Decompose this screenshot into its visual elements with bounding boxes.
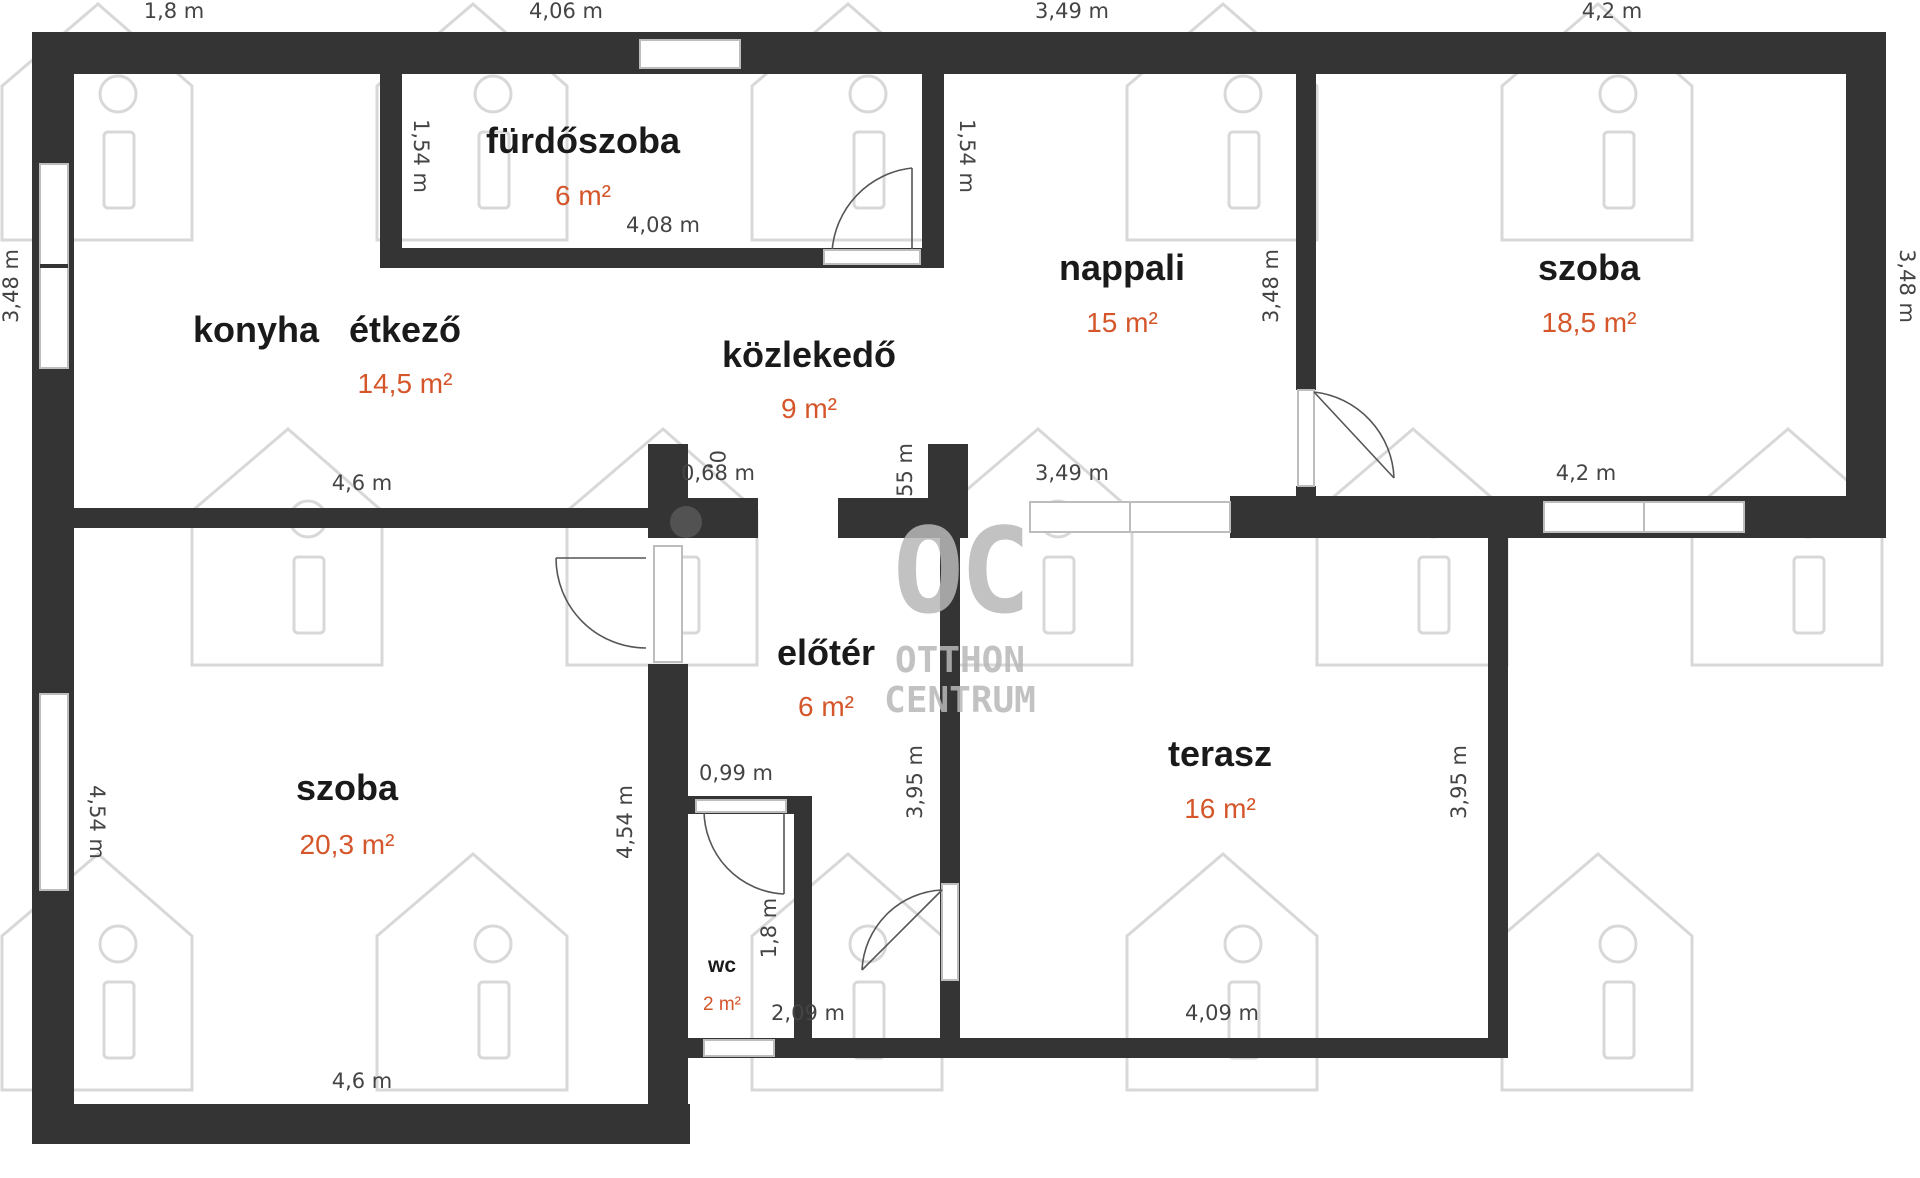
windows [39,39,1745,1057]
room-name-entry: előtér [777,632,875,673]
wall-bottom-left [32,1104,690,1144]
dim-kitchen-bottom: 4,6 m [332,471,393,495]
dim-hall-small-a: 0,68 m [681,461,755,485]
room-labels: fürdőszoba 6 m² konyha étkező 14,5 m² kö… [193,120,1641,1015]
watermark-pin [1315,427,1509,667]
dim-room-sw-right: 4,54 m [613,785,637,859]
door-frame-room [1297,389,1315,487]
dim-right-outer: 3,48 m [1895,249,1919,323]
watermark-pin [0,2,194,242]
logo-otthon: OTTHON [895,640,1025,681]
logo-oc: OC [893,502,1027,640]
dimension-labels: 1,8 m 4,06 m 3,49 m 4,2 m 3,48 m 3,48 m … [0,0,1919,1093]
room-area-entry: 6 m² [798,691,854,722]
wall-terrace-right [1488,538,1508,1058]
wall-column-right [928,444,968,538]
room-name-wc: wc [707,954,736,977]
room-area-bathroom: 6 m² [555,180,611,211]
pillar-left [670,506,702,538]
dim-terrace-right: 3,95 m [1447,745,1471,819]
wall-kitchen-bottom [74,508,684,528]
watermark-pin [1500,852,1694,1092]
wall-bath-bottom [380,248,944,268]
room-area-wc: 2 m² [703,994,741,1015]
dim-entry-small: 55 m [893,443,917,497]
wall-sw-right [648,664,688,1144]
room-name-living: nappali [1059,247,1185,288]
watermark-pin [375,2,569,242]
watermark-pin [1500,2,1694,242]
wall-living-room [1296,74,1316,390]
dim-entry-left: 3,95 m [903,745,927,819]
room-area-room-ne: 18,5 m² [1542,307,1637,338]
wall-column-left-2 [648,498,758,538]
wall-right [1846,32,1886,538]
dim-wc-top: 0,99 m [699,761,773,785]
dim-room-ne-bottom: 4,2 m [1556,461,1617,485]
dim-top-3: 3,49 m [1035,0,1109,23]
wall-bath-left [380,74,402,268]
window-entry-door [653,545,683,663]
room-area-terrace: 16 m² [1184,793,1256,824]
dim-room-sw-left: 4,54 m [85,785,109,859]
room-area-room-sw: 20,3 m² [300,829,395,860]
logo-centrum: CENTRUM [884,680,1036,721]
watermark-pattern [0,2,1884,1092]
dim-entry-bottom: 2,09 m [771,1001,845,1025]
watermark-pin [1125,2,1319,242]
room-name-hallway: közlekedő [722,334,896,375]
window-left-sw [39,693,69,891]
room-area-living: 15 m² [1086,307,1158,338]
wall-terrace-bottom [940,1038,1508,1058]
watermark-pin [190,427,384,667]
wall-living-bottom [1232,496,1312,538]
dim-bath-left: 1,54 m [409,119,433,193]
dim-hall-small-b: 0, [705,450,729,470]
room-name-room-ne: szoba [1538,247,1641,288]
dim-bath-right: 1,54 m [955,119,979,193]
room-name-terrace: terasz [1168,733,1272,774]
wall-bath-right [922,74,944,268]
window-top-bath [639,39,741,69]
room-area-hallway: 9 m² [781,393,837,424]
watermark-pin [0,852,194,1092]
dim-terrace-bottom: 4,09 m [1185,1001,1259,1025]
dim-top-1: 1,8 m [144,0,205,23]
dim-top-2: 4,06 m [529,0,603,23]
door-frame-terrace [941,883,959,981]
room-name-kitchen: konyha étkező [193,309,461,350]
room-name-bathroom: fürdőszoba [486,120,681,161]
dim-bath-bottom: 4,08 m [626,213,700,237]
watermark-pin [375,852,569,1092]
otthon-centrum-logo: OC OTTHON CENTRUM [884,502,1036,721]
dim-top-4: 4,2 m [1582,0,1643,23]
room-name-room-sw: szoba [296,767,399,808]
room-area-kitchen: 14,5 m² [358,368,453,399]
dim-living-right: 3,48 m [1259,249,1283,323]
wall-wc-right [794,796,812,1058]
wall-top [32,32,1886,74]
dim-living-bottom: 3,49 m [1035,461,1109,485]
doors [555,167,1395,981]
window-wc [703,1039,775,1057]
dim-wc-side: 1,8 m [757,898,781,959]
dim-left-outer: 3,48 m [0,249,23,323]
dim-room-sw-bottom: 4,6 m [332,1069,393,1093]
